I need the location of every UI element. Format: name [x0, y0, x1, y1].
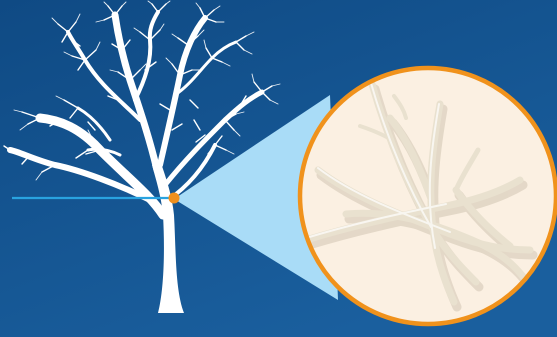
magnifier-lens-icon [300, 68, 556, 324]
sample-point-icon [169, 193, 180, 204]
